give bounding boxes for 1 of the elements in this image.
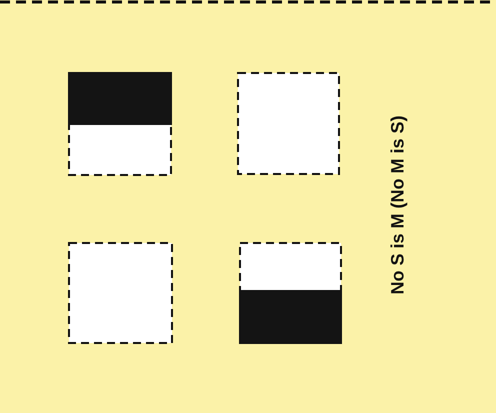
statement-text: No S is M (No M is S) xyxy=(388,116,408,294)
